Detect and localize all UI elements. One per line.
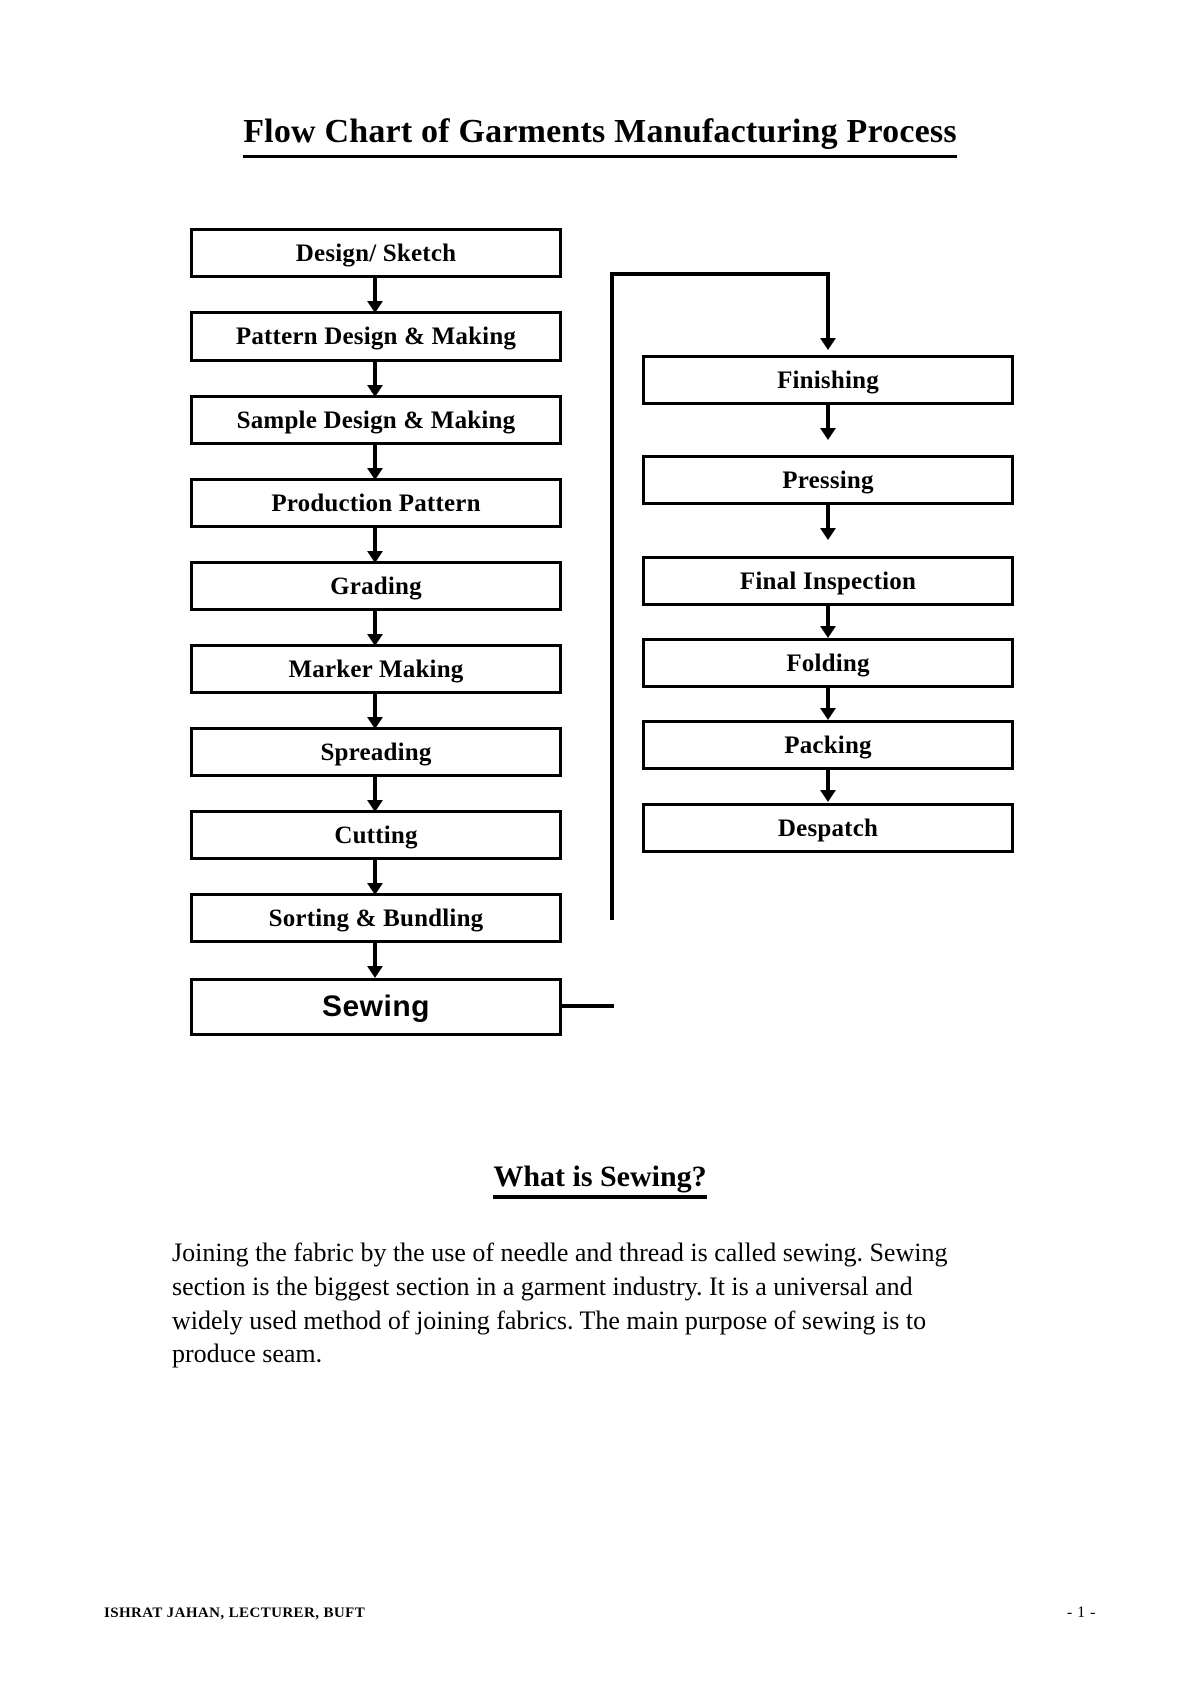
flow-node-packing[interactable]: Packing — [642, 720, 1014, 770]
flow-connector-sewing-stub — [562, 1004, 614, 1008]
flow-arrow-head — [820, 428, 836, 440]
flow-node-final-inspection[interactable]: Final Inspection — [642, 556, 1014, 606]
flow-arrow-head — [367, 883, 383, 895]
flow-arrow-line — [373, 611, 377, 637]
flow-node-label: Marker Making — [288, 655, 464, 683]
flow-connector-drop — [826, 272, 830, 342]
flow-arrow-line — [826, 405, 830, 431]
flow-node-label: Pattern Design & Making — [235, 323, 517, 350]
flow-arrow-line — [826, 505, 830, 531]
flow-arrow-line — [373, 362, 377, 388]
flow-node-sorting-bundling[interactable]: Sorting & Bundling — [190, 893, 562, 943]
footer-page-number: - 1 - — [1066, 1604, 1096, 1621]
flow-node-sewing[interactable]: Sewing — [190, 978, 562, 1036]
section-heading: What is Sewing? — [0, 1160, 1200, 1199]
flow-arrow-line — [373, 445, 377, 471]
flow-arrow-head — [820, 790, 836, 802]
flow-arrow-line — [373, 278, 377, 304]
flow-node-label: Production Pattern — [271, 489, 481, 517]
page-title-text: Flow Chart of Garments Manufacturing Pro… — [243, 112, 957, 158]
flow-arrow-head — [820, 528, 836, 540]
flow-node-label: Packing — [784, 731, 872, 759]
flow-node-folding[interactable]: Folding — [642, 638, 1014, 688]
flow-node-label: Design/ Sketch — [295, 239, 457, 267]
flow-node-label: Despatch — [777, 814, 879, 842]
section-heading-text: What is Sewing? — [493, 1160, 707, 1199]
flow-node-label: Folding — [786, 649, 870, 677]
flow-arrow-head — [367, 385, 383, 397]
flow-arrow-line — [373, 943, 377, 969]
flow-arrow-head — [367, 301, 383, 313]
flow-node-label: Spreading — [320, 738, 432, 766]
flow-arrow-head — [820, 708, 836, 720]
flow-arrow-line — [373, 777, 377, 803]
flow-connector-riser — [610, 272, 614, 920]
flow-arrow-line — [373, 528, 377, 554]
flow-node-label: Grading — [330, 572, 422, 600]
flow-arrow-line — [373, 694, 377, 720]
flow-node-design-sketch[interactable]: Design/ Sketch — [190, 228, 562, 278]
flow-node-label: Sorting & Bundling — [268, 904, 484, 932]
flow-arrow-head — [367, 717, 383, 729]
flow-node-pressing[interactable]: Pressing — [642, 455, 1014, 505]
footer-author: ISHRAT JAHAN, LECTURER, BUFT — [104, 1605, 366, 1621]
page-title: Flow Chart of Garments Manufacturing Pro… — [0, 112, 1200, 158]
section-paragraph: Joining the fabric by the use of needle … — [172, 1238, 948, 1369]
flow-node-label: Sample Design & Making — [236, 406, 516, 434]
flow-node-grading[interactable]: Grading — [190, 561, 562, 611]
flow-arrow-head — [820, 338, 836, 350]
flow-node-spreading[interactable]: Spreading — [190, 727, 562, 777]
flow-node-label: Sewing — [321, 990, 430, 1023]
flow-node-cutting[interactable]: Cutting — [190, 810, 562, 860]
flow-arrow-head — [367, 468, 383, 480]
flow-arrow-head — [367, 966, 383, 978]
flow-arrow-line — [826, 606, 830, 629]
flow-connector-top-run — [610, 272, 830, 276]
flow-arrow-head — [367, 551, 383, 563]
flow-node-label: Final Inspection — [739, 567, 917, 595]
flow-arrow-line — [826, 688, 830, 711]
flow-node-pattern-design-making[interactable]: Pattern Design & Making — [190, 311, 562, 362]
flow-arrow-line — [826, 770, 830, 793]
flow-node-despatch[interactable]: Despatch — [642, 803, 1014, 853]
page-footer: ISHRAT JAHAN, LECTURER, BUFT - 1 - — [104, 1604, 1096, 1622]
flow-node-finishing[interactable]: Finishing — [642, 355, 1014, 405]
flow-node-sample-design-making[interactable]: Sample Design & Making — [190, 395, 562, 445]
flow-node-marker-making[interactable]: Marker Making — [190, 644, 562, 694]
flow-node-label: Finishing — [777, 366, 879, 394]
flow-arrow-head — [367, 634, 383, 646]
flowchart: Design/ Sketch Pattern Design & Making S… — [190, 228, 1014, 1036]
flow-node-label: Cutting — [334, 821, 418, 849]
flow-node-production-pattern[interactable]: Production Pattern — [190, 478, 562, 528]
flow-arrow-head — [820, 626, 836, 638]
flow-arrow-line — [373, 860, 377, 886]
flow-arrow-head — [367, 800, 383, 812]
flow-node-label: Pressing — [782, 466, 874, 494]
